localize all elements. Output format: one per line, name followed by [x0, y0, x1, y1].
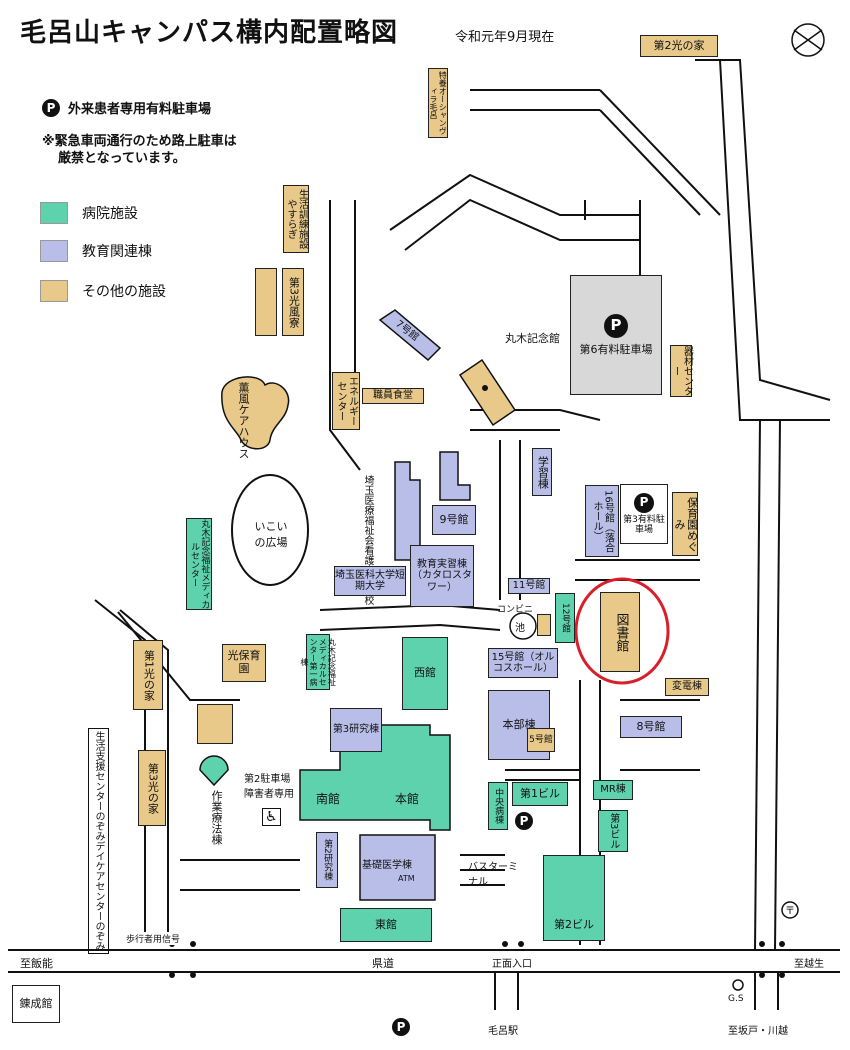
building-b16[interactable]: 16号館（落合ホール） — [585, 485, 619, 557]
label-bus-terminal: バスターミナル — [468, 862, 518, 888]
label-to-sakado: 至坂戸・川越 — [728, 1026, 788, 1037]
label-marugi-memorial: 丸木記念館 — [505, 332, 560, 345]
building-biru3[interactable]: 第3ビル — [598, 810, 628, 852]
parking-icon: P — [604, 313, 628, 338]
building-b8[interactable]: 8号館 — [620, 716, 682, 738]
legend-label-other: その他の施設 — [82, 284, 166, 300]
building-b11[interactable]: 11号館 — [508, 578, 550, 594]
building-biru2[interactable]: 第2ビル — [543, 855, 605, 941]
label-kendo: 県道 — [370, 955, 396, 971]
legend-swatch-hospital — [40, 202, 68, 224]
label-to-ogose: 至越生 — [792, 955, 826, 970]
building-b9[interactable]: 9号館 — [432, 505, 476, 535]
building-marugi-medical[interactable]: 丸木記念福祉メディカルセンター — [186, 518, 212, 610]
label-main-gate: 正面入口 — [490, 955, 534, 970]
parking-lot-3[interactable]: P 第3有料駐車場 — [620, 484, 668, 544]
building-hikari3-fuuryo-a[interactable] — [255, 268, 277, 336]
building-hikari2[interactable]: 第2光の家 — [640, 35, 718, 57]
building-mr[interactable]: MR棟 — [593, 780, 633, 800]
building-hikari3[interactable]: 第3光の家 — [138, 750, 166, 826]
building-library[interactable]: 図書館 — [600, 592, 640, 672]
building-b5[interactable]: 5号館 — [527, 728, 555, 752]
legend-label-hospital: 病院施設 — [82, 206, 138, 222]
label-moro-station: 毛呂駅 — [488, 1026, 518, 1037]
label-honkan: 本館 — [395, 792, 420, 806]
building-jisshu[interactable]: 教育実習棟（カタロスタワー） — [410, 545, 474, 607]
svg-text:〒: 〒 — [785, 906, 795, 917]
label-conveni: コンビニ — [497, 605, 534, 615]
building-hikari3-fuuryo[interactable]: 第3光風寮 — [282, 268, 304, 336]
building-nishi[interactable]: 西館 — [402, 637, 448, 710]
legend-hospital: 病院施設 — [40, 202, 138, 224]
building-kenkyu2[interactable]: 第2研究棟 — [316, 832, 338, 888]
parking-legend: P 外来患者専用有料駐車場 — [42, 98, 211, 117]
building-seikatsu-kunren[interactable]: 生活訓練施設やすらぎ — [283, 185, 309, 253]
label-pond: 池 — [515, 623, 525, 634]
parking-legend-label: 外来患者専用有料駐車場 — [68, 102, 212, 117]
parking-icon-south: P — [392, 1018, 410, 1036]
legend-swatch-other — [40, 280, 68, 302]
building-energy[interactable]: エネルギーセンター — [332, 372, 360, 430]
parking-icon-biru1: P — [515, 812, 533, 830]
building-b15[interactable]: 15号館（オルコスホール） — [488, 648, 558, 678]
legend-label-education: 教育関連棟 — [82, 244, 152, 260]
warning-line-2: 厳禁となっています。 — [58, 151, 186, 166]
building-tanki[interactable]: 埼玉医科大学短期大学 — [334, 566, 406, 596]
legend-other: その他の施設 — [40, 280, 166, 302]
building-kizai[interactable]: 器材センター — [670, 345, 693, 397]
building-hikari1[interactable]: 第1光の家 — [133, 640, 163, 710]
as-of-date: 令和元年9月現在 — [455, 30, 555, 45]
parking6-label: 第6有料駐車場 — [579, 342, 653, 356]
parking-icon: P — [634, 492, 654, 513]
parking3-label: 第3有料駐車場 — [623, 514, 665, 535]
label-kango: 埼玉医療福祉会看護専門学校 — [362, 475, 373, 605]
building-kenkyu3[interactable]: 第3研究棟 — [330, 708, 382, 752]
label-ikoi: いこいの広場 — [254, 520, 288, 549]
label-atm: ATM — [398, 874, 415, 883]
label-parking2: 第2駐車場障害者専用 — [244, 774, 294, 800]
building-conveni[interactable] — [537, 614, 551, 636]
parking-icon: P — [42, 98, 60, 117]
building-hoikuen-hikari[interactable]: 光保育園 — [222, 644, 266, 682]
building-tokuyou[interactable]: 特養オーシャンヴィラ毛呂 — [428, 68, 448, 138]
label-crosswalk: 歩行者用信号 — [124, 932, 183, 945]
building-seikatsu-shien[interactable] — [197, 704, 233, 744]
building-renseikan[interactable]: 錬成館 — [12, 985, 60, 1023]
label-minami: 南館 — [316, 792, 341, 806]
building-henden[interactable]: 変電棟 — [665, 678, 709, 696]
building-gakushu[interactable]: 学習棟 — [532, 448, 552, 496]
building-shokudo[interactable]: 職員食堂 — [362, 388, 424, 404]
label-kaoru-carehouse: 薫風ケアハウス — [237, 382, 250, 459]
warning-line-1: ※緊急車両通行のため路上駐車は — [42, 134, 237, 149]
building-biru1[interactable]: 第1ビル — [512, 782, 568, 806]
building-b12[interactable]: 12号館 — [555, 593, 575, 643]
legend-swatch-education — [40, 240, 68, 262]
legend-education: 教育関連棟 — [40, 240, 152, 262]
building-byoto1[interactable]: 丸木記念福祉メディカルセンター第一病棟 — [300, 634, 336, 690]
label-gs: G.S — [728, 994, 744, 1004]
building-hoikuen-megumi[interactable]: 保育園めぐみ — [672, 492, 699, 556]
building-chuo[interactable]: 中央病棟 — [488, 782, 508, 830]
label-to-hanno: 至飯能 — [18, 955, 55, 971]
accessibility-icon: ♿ — [262, 808, 281, 826]
label-kiso: 基礎医学棟 — [362, 860, 412, 871]
label-seikatsu-shien: 生活支援センターのぞみデイケアセンターのぞみ — [88, 728, 109, 954]
building-higashi[interactable]: 東館 — [340, 908, 432, 942]
label-sagyo: 作業療法棟 — [210, 790, 223, 845]
parking-lot-6[interactable]: P 第6有料駐車場 — [570, 275, 662, 395]
page-title: 毛呂山キャンパス構内配置略図 — [20, 18, 399, 48]
